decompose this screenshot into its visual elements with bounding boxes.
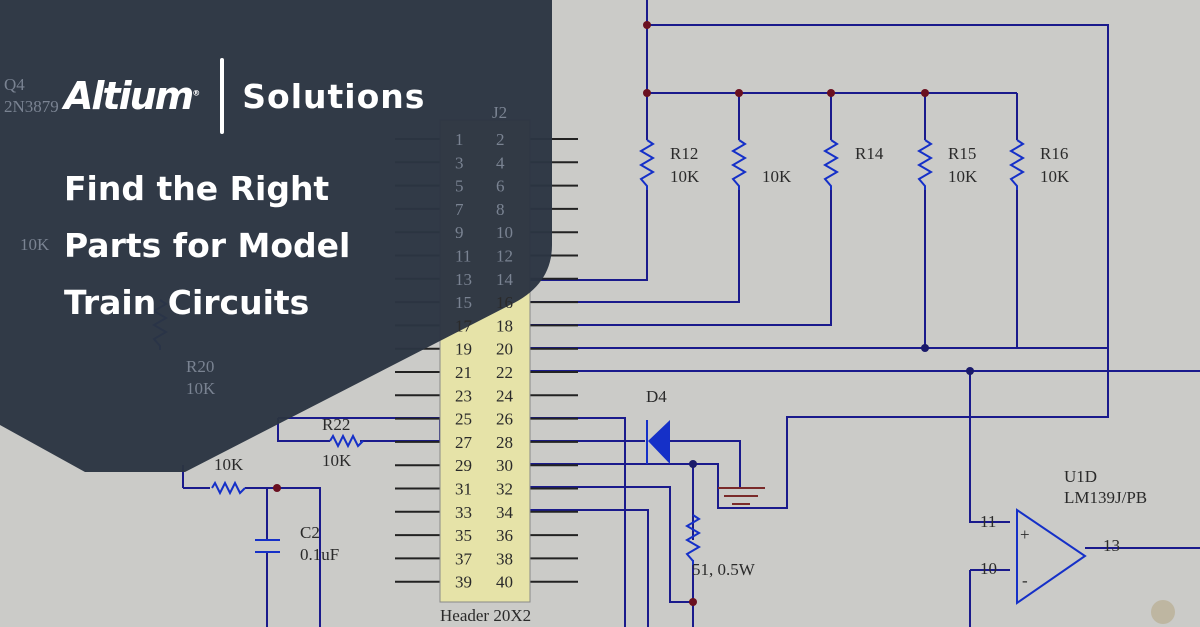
pin-number: 39 — [455, 573, 472, 592]
pin-number: 14 — [496, 270, 514, 289]
brand-header: Altium® Solutions — [64, 58, 425, 134]
r12-value: 10K — [670, 167, 700, 186]
minus-sign: - — [1022, 571, 1028, 590]
q4-part: 2N3879 — [4, 97, 59, 116]
pin-number: 26 — [496, 410, 513, 429]
pin-number: 11 — [455, 247, 471, 266]
pin-number: 13 — [455, 270, 472, 289]
comparator-u1d — [1016, 508, 1087, 605]
pin-number: 3 — [455, 153, 464, 172]
pin-number: 24 — [496, 386, 514, 405]
r-power-label: 51, 0.5W — [692, 560, 756, 579]
pin-number: 37 — [455, 549, 473, 568]
pin-number: 35 — [455, 526, 472, 545]
r14-ref: R14 — [855, 144, 884, 163]
pin-number: 28 — [496, 433, 513, 452]
u1d-part: LM139J/PB — [1064, 488, 1147, 507]
registered-mark: ® — [192, 88, 201, 98]
pin-number: 20 — [496, 340, 513, 359]
ground-symbol — [718, 487, 765, 505]
pin-number: 4 — [496, 153, 505, 172]
u1d-ref: U1D — [1064, 467, 1097, 486]
resistor — [917, 139, 933, 190]
pin-number: 40 — [496, 573, 513, 592]
pin-number: 34 — [496, 503, 514, 522]
pin-number: 16 — [496, 293, 513, 312]
c2-ref: C2 — [300, 523, 320, 542]
title-line: Parts for Model — [64, 226, 351, 265]
r20-value: 10K — [186, 379, 216, 398]
r16-ref: R16 — [1040, 144, 1068, 163]
r22-ref: R22 — [322, 415, 350, 434]
resistor — [329, 433, 364, 449]
resistor — [1009, 139, 1025, 190]
pin-number: 5 — [455, 177, 464, 196]
pin-number: 29 — [455, 456, 472, 475]
c2-value: 0.1uF — [300, 545, 339, 564]
title-overlay-panel — [0, 0, 552, 472]
section-label: Solutions — [242, 76, 426, 116]
resistor — [823, 139, 839, 190]
pin-out-number: 13 — [1103, 536, 1120, 555]
r-left-value: 10K — [214, 455, 244, 474]
capacitor-c2 — [255, 539, 280, 553]
altium-logo[interactable]: Altium® — [64, 74, 200, 118]
pin-number: 32 — [496, 480, 513, 499]
title-line: Find the Right — [64, 169, 330, 208]
pin-number: 30 — [496, 456, 513, 475]
pin-number: 6 — [496, 177, 505, 196]
pin-number: 31 — [455, 480, 472, 499]
pin-number: 2 — [496, 130, 505, 149]
d4-label: D4 — [646, 387, 667, 406]
title-line: Train Circuits — [64, 283, 310, 322]
pin-number: 10 — [496, 223, 513, 242]
r15-value: 10K — [948, 167, 978, 186]
resistor — [731, 139, 747, 190]
header-ref: J2 — [492, 103, 507, 122]
pin-number: 22 — [496, 363, 513, 382]
r13-value: 10K — [762, 167, 792, 186]
header-label: Header 20X2 — [440, 606, 531, 625]
pin-number: 12 — [496, 247, 513, 266]
plus-sign: + — [1020, 525, 1030, 544]
r12-ref: R12 — [670, 144, 698, 163]
pin-number: 36 — [496, 526, 513, 545]
left-10k: 10K — [20, 235, 50, 254]
pin-number: 23 — [455, 386, 472, 405]
r15-ref: R15 — [948, 144, 976, 163]
pin-number: 1 — [455, 130, 464, 149]
brand-divider — [220, 58, 225, 134]
pin-number: 7 — [455, 200, 464, 219]
pin-number: 21 — [455, 363, 472, 382]
diode-d4 — [646, 420, 670, 464]
pin-number: 27 — [455, 433, 473, 452]
pin-plus-number: 11 — [980, 512, 996, 531]
q4-ref: Q4 — [4, 75, 25, 94]
pin-number: 18 — [496, 316, 513, 335]
pin-number: 9 — [455, 223, 464, 242]
pin-number: 8 — [496, 200, 505, 219]
pin-number: 38 — [496, 549, 513, 568]
pin-minus-number: 10 — [980, 559, 997, 578]
pin-number: 33 — [455, 503, 472, 522]
pin-number: 17 — [455, 316, 473, 335]
r16-value: 10K — [1040, 167, 1070, 186]
r22-value: 10K — [322, 451, 352, 470]
pin-number: 25 — [455, 410, 472, 429]
pin-number: 15 — [455, 293, 472, 312]
page-title: Find the Right Parts for Model Train Cir… — [64, 160, 484, 331]
pin-number: 19 — [455, 340, 472, 359]
watermark-seal — [1151, 600, 1175, 624]
logo-text: Altium — [64, 74, 194, 118]
resistor — [211, 480, 246, 496]
r20-ref: R20 — [186, 357, 214, 376]
resistor — [639, 139, 655, 190]
resistor — [685, 514, 701, 565]
